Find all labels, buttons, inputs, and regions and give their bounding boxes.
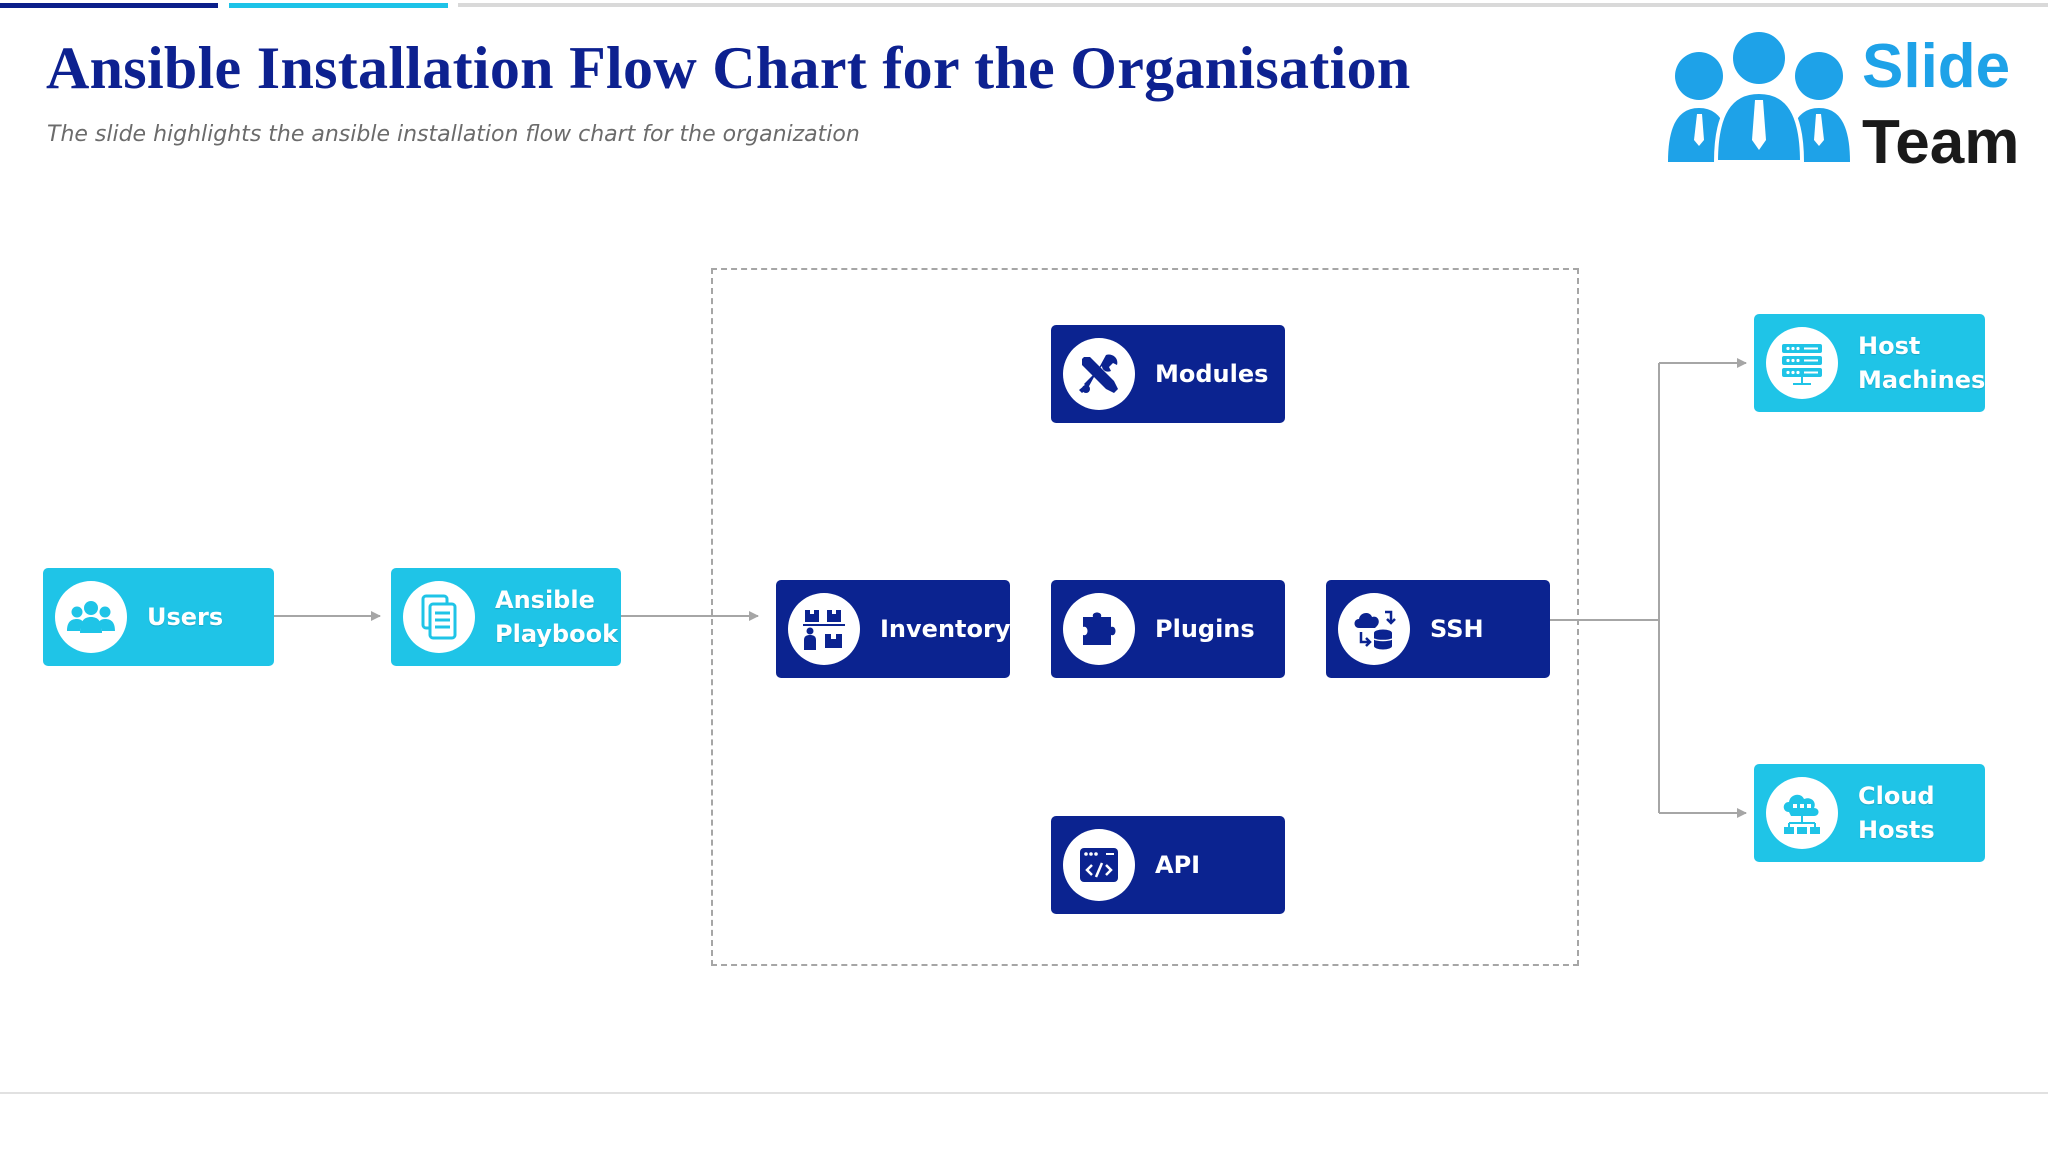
puzzle-icon (1063, 593, 1135, 665)
footer-divider (0, 1092, 2048, 1094)
top-accent-bar-grey (458, 3, 2048, 7)
tools-icon (1063, 338, 1135, 410)
plugins-box[interactable]: Plugins (1051, 580, 1285, 678)
cloud-hosts-label: Cloud Hosts (1858, 779, 1935, 847)
server-icon (1766, 327, 1838, 399)
ssh-box[interactable]: SSH (1326, 580, 1550, 678)
logo-word-slide: Slide (1862, 32, 2011, 101)
modules-box[interactable]: Modules (1051, 325, 1285, 423)
modules-label: Modules (1155, 360, 1269, 388)
top-accent-bar-light (229, 3, 448, 8)
users-box[interactable]: Users (43, 568, 274, 666)
slide-title: Ansible Installation Flow Chart for the … (46, 35, 1411, 101)
top-accent-bar-dark (0, 3, 218, 8)
users-icon (55, 581, 127, 653)
host-machines-line1: Host (1858, 332, 1921, 360)
slideteam-logo: Slide Team (1664, 28, 2024, 174)
document-icon (403, 581, 475, 653)
users-label: Users (147, 603, 224, 631)
api-label: API (1155, 851, 1201, 879)
ansible-playbook-line1: Ansible (495, 586, 595, 614)
ansible-playbook-line2: Playbook (495, 620, 619, 648)
cloud-hosts-line1: Cloud (1858, 782, 1935, 810)
api-box[interactable]: API (1051, 816, 1285, 914)
inventory-box[interactable]: Inventory (776, 580, 1010, 678)
logo-word-team: Team (1862, 108, 2020, 177)
cloud-database-icon (1338, 593, 1410, 665)
cloud-hosts-box[interactable]: Cloud Hosts (1754, 764, 1985, 862)
team-people-icon (1668, 28, 1850, 164)
ssh-label: SSH (1430, 615, 1484, 643)
cloud-hosts-line2: Hosts (1858, 816, 1935, 844)
host-machines-label: Host Machines (1858, 329, 1985, 397)
inventory-label: Inventory (880, 615, 1011, 643)
cloud-network-icon (1766, 777, 1838, 849)
code-window-icon (1063, 829, 1135, 901)
slide-subtitle: The slide highlights the ansible install… (47, 122, 860, 147)
ansible-playbook-box[interactable]: Ansible Playbook (391, 568, 621, 666)
host-machines-line2: Machines (1858, 366, 1986, 394)
ansible-playbook-label: Ansible Playbook (495, 583, 618, 651)
inventory-icon (788, 593, 860, 665)
host-machines-box[interactable]: Host Machines (1754, 314, 1985, 412)
plugins-label: Plugins (1155, 615, 1255, 643)
